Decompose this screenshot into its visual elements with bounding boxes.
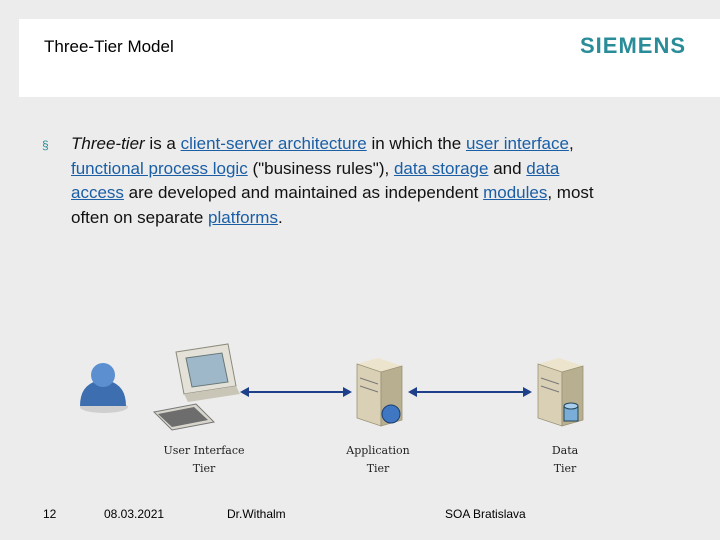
- text-segment: ("business rules"),: [247, 158, 394, 178]
- link-platforms[interactable]: platforms: [208, 207, 278, 227]
- link-data-storage[interactable]: data storage: [393, 158, 489, 178]
- text-segment: , most often on separate: [71, 183, 594, 227]
- text-segment: is a: [144, 134, 181, 153]
- text-segment: are developed and maintained as independ…: [123, 183, 484, 202]
- link-user-interface[interactable]: user interface: [465, 134, 569, 153]
- link-functional-process-logic[interactable]: functional process logic: [71, 158, 248, 178]
- bullet-text: Three-tier is a client-server architectu…: [71, 132, 602, 230]
- tier-label-user-interface: User Interface Tier: [163, 442, 245, 478]
- text-segment: .: [277, 207, 283, 227]
- diagram-graphics: [80, 343, 584, 431]
- slide-title: Three-Tier Model: [44, 37, 174, 56]
- tier-label-line: Application: [346, 444, 410, 457]
- tier-label-application: Application Tier: [342, 442, 414, 478]
- tier-label-line: Tier: [366, 462, 390, 475]
- page-number: 12: [43, 507, 57, 521]
- data-server-icon: [537, 358, 584, 427]
- text-segment: in which the: [366, 134, 466, 153]
- text-segment: ,: [568, 134, 574, 153]
- tier-label-line: Data: [551, 444, 579, 457]
- application-server-icon: [356, 358, 403, 427]
- user-icon: [80, 363, 128, 413]
- tier-label-line: User Interface: [163, 444, 245, 457]
- link-client-server-architecture[interactable]: client-server architecture: [180, 134, 367, 153]
- bullet-point: § Three-tier is a client-server architec…: [42, 132, 602, 230]
- footer-author: Dr.Withalm: [227, 507, 286, 521]
- footer-date: 08.03.2021: [104, 507, 165, 521]
- text-segment: and: [488, 158, 527, 178]
- connector-arrow: [408, 387, 532, 397]
- tier-label-line: Tier: [553, 462, 577, 475]
- three-tier-diagram: User Interface Tier Application Tier Dat…: [0, 330, 720, 490]
- workstation-icon: [152, 343, 240, 431]
- link-data-access[interactable]: data access: [71, 158, 560, 203]
- link-modules[interactable]: modules: [483, 183, 548, 202]
- tier-label-line: Tier: [192, 462, 216, 475]
- footer-event: SOA Bratislava: [445, 507, 526, 521]
- term-three-tier: Three-tier: [71, 134, 145, 153]
- tier-label-data: Data Tier: [540, 442, 590, 478]
- siemens-logo: SIEMENS: [580, 33, 687, 58]
- slide-header: Three-Tier Model SIEMENS: [19, 19, 720, 97]
- connector-arrow: [240, 387, 352, 397]
- bullet-marker-icon: §: [42, 138, 49, 152]
